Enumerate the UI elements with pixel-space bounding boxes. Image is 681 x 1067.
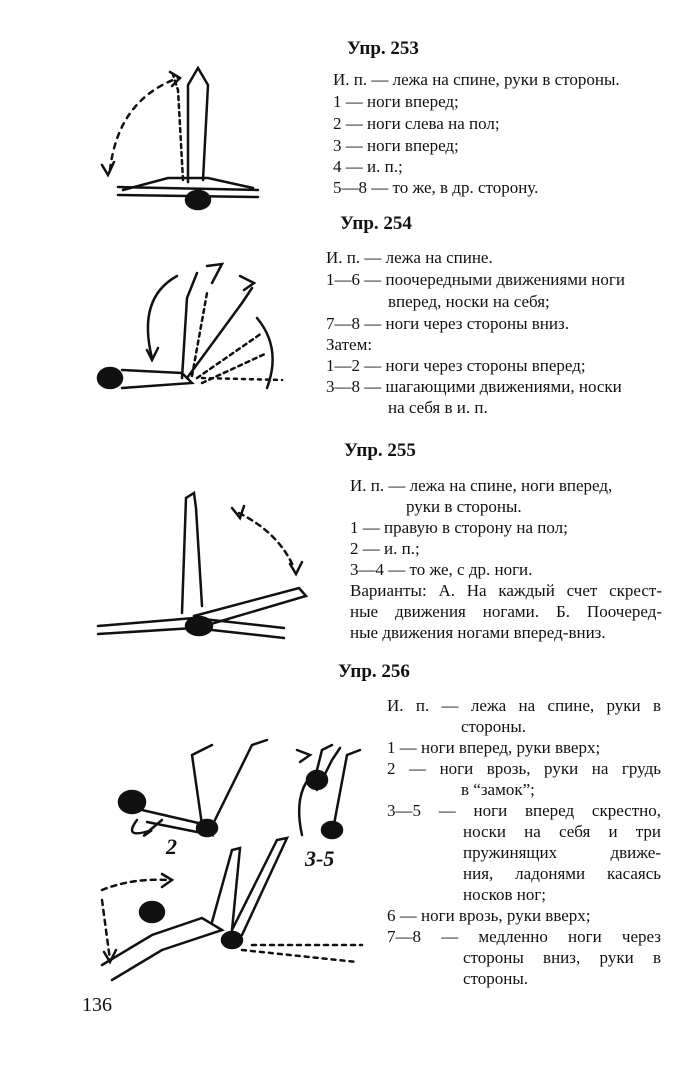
exercise-253-line: 1 — ноги вперед; xyxy=(333,92,459,111)
exercise-256-line: стороны вниз, руки в xyxy=(463,948,661,967)
exercise-256-line: в “замок”; xyxy=(461,780,535,799)
exercise-255-line: 3—4 — то же, с др. ноги. xyxy=(350,560,533,579)
exercise-253-line: 3 — ноги вперед; xyxy=(333,136,459,155)
exercise-253-line: 4 — и. п.; xyxy=(333,157,403,176)
exercise-254-line: вперед, носки на себя; xyxy=(388,292,550,311)
exercise-253-line: И. п. — лежа на спине, руки в стороны. xyxy=(333,70,620,89)
exercise-256-line: 3—5 — ноги вперед скрестно, xyxy=(387,801,661,820)
exercise-255-line: 1 — правую в сторону на пол; xyxy=(350,518,568,537)
exercise-254-line: на себя в и. п. xyxy=(388,398,488,417)
exercise-255-title: Упр. 255 xyxy=(344,440,416,461)
exercise-256-line: ния, ладонями касаясь xyxy=(463,864,661,883)
exercise-255-line: руки в стороны. xyxy=(406,497,522,516)
exercise-254-figure xyxy=(92,258,292,403)
exercise-254-line: 7—8 — ноги через стороны вниз. xyxy=(326,314,569,333)
exercise-254-line: 3—8 — шагающими движениями, носки xyxy=(326,377,622,396)
exercise-253-figure xyxy=(88,60,288,220)
exercise-255-line: ные движения ногами. Б. Поочеред- xyxy=(350,602,662,621)
exercise-256-line: И. п. — лежа на спине, руки в xyxy=(387,696,661,715)
exercise-256-line: 2 — ноги врозь, руки на грудь xyxy=(387,759,661,778)
exercise-254-line: 1—2 — ноги через стороны вперед; xyxy=(326,356,586,375)
exercise-254-line: И. п. — лежа на спине. xyxy=(326,248,493,267)
exercise-255-line: И. п. — лежа на спине, ноги вперед, xyxy=(350,476,613,495)
exercise-255-line: 2 — и. п.; xyxy=(350,539,420,558)
exercise-254-title: Упр. 254 xyxy=(340,213,412,234)
exercise-253-line: 5—8 — то же, в др. сторону. xyxy=(333,178,539,197)
exercise-256-title: Упр. 256 xyxy=(338,661,410,682)
exercise-253-line: 2 — ноги слева на пол; xyxy=(333,114,500,133)
exercise-255-figure xyxy=(94,488,324,643)
figure-label-3-5: 3-5 xyxy=(305,846,335,871)
exercise-256-figure xyxy=(92,730,372,990)
exercise-256-line: 6 — ноги врозь, руки вверх; xyxy=(387,906,591,925)
exercise-255-line: Варианты: А. На каждый счет скрест- xyxy=(350,581,662,600)
exercise-256-line: носки на себя и три xyxy=(463,822,661,841)
page-number: 136 xyxy=(82,994,112,1016)
exercise-254-line: 1—6 — поочередными движениями ноги xyxy=(326,270,625,289)
exercise-253-title: Упр. 253 xyxy=(347,38,419,59)
exercise-256-line: 7—8 — медленно ноги через xyxy=(387,927,661,946)
exercise-256-line: стороны. xyxy=(463,969,529,988)
exercise-256-line: пружинящих движе- xyxy=(463,843,661,862)
exercise-256-line: стороны. xyxy=(461,717,527,736)
exercise-254-line: Затем: xyxy=(326,335,373,354)
exercise-256-line: 1 — ноги вперед, руки вверх; xyxy=(387,738,601,757)
exercise-256-line: носков ног; xyxy=(463,885,547,904)
figure-label-2: 2 xyxy=(166,834,177,859)
exercise-255-line: ные движения ногами вперед-вниз. xyxy=(350,623,606,642)
